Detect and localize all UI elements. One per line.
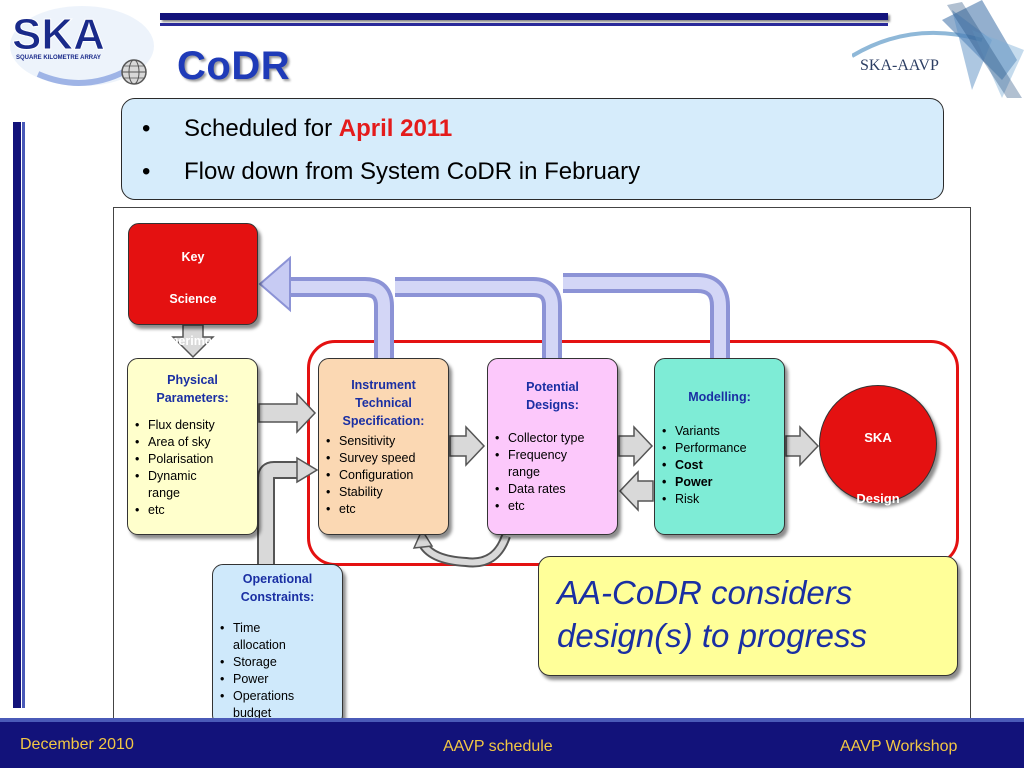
node-title-line: Parameters:	[156, 391, 229, 405]
feedback-arrowhead	[258, 255, 291, 313]
arrow-modelling-to-ska	[785, 425, 820, 467]
ska-logo: SKA SQUARE KILOMETRE ARRAY	[10, 6, 154, 86]
list-item: etc	[128, 502, 257, 519]
instrument-list: Sensitivity Survey speed Configuration S…	[319, 433, 448, 518]
node-title-line: Design	[856, 491, 900, 506]
list-item: Configuration	[319, 467, 448, 484]
bullet-item: • Scheduled for April 2011	[142, 115, 452, 143]
list-item: Sensitivity	[319, 433, 448, 450]
aavp-logo-text: SKA-AAVP	[860, 57, 939, 74]
ska-aavp-logo	[852, 0, 1024, 98]
node-title-line: Instrument	[351, 378, 416, 392]
callout-text: AA-CoDR considers design(s) to progress	[557, 574, 867, 654]
bullet-item: • Flow down from System CoDR in February	[142, 158, 640, 186]
physical-list: Flux density Area of sky Polarisation Dy…	[128, 417, 257, 519]
footer: December 2010 AAVP schedule AAVP Worksho…	[0, 722, 1024, 768]
bullet-highlight: April 2011	[338, 115, 453, 142]
instrument-technical-specification-box: Instrument Technical Specification: Sens…	[318, 358, 449, 535]
physical-parameters-box: Physical Parameters: Flux density Area o…	[127, 358, 258, 535]
node-title-line: Operational	[242, 572, 313, 586]
node-title-line: Physical	[167, 373, 218, 387]
node-title-line: Specification:	[342, 414, 425, 428]
arrow-instrument-to-potential	[449, 425, 486, 467]
svg-text:SKA: SKA	[12, 10, 105, 59]
footer-date: December 2010	[20, 736, 134, 753]
footer-presentation-title: AAVP schedule	[443, 738, 553, 755]
list-item: Stability	[319, 484, 448, 501]
operational-constraints-box: Operational Constraints: Time allocation…	[212, 564, 343, 726]
list-item: Flux density	[128, 417, 257, 434]
list-item: Data rates	[488, 481, 617, 498]
bullet-text: Flow down from System CoDR in February	[184, 158, 641, 185]
list-item: etc	[319, 501, 448, 518]
down-arrow-key-to-physical	[171, 324, 215, 359]
footer-accent	[0, 718, 1024, 722]
potential-designs-box: Potential Designs: Collector type Freque…	[487, 358, 618, 535]
key-science-experiments-box: Key Science Experiments	[128, 223, 258, 348]
list-item: Performance	[655, 440, 784, 457]
node-title-line: SKA	[864, 430, 892, 445]
list-item: Cost	[655, 457, 784, 474]
list-item: Collector type	[488, 430, 617, 447]
arrow-potential-to-modelling	[618, 425, 654, 467]
footer-event-name: AAVP Workshop	[840, 738, 958, 755]
left-accent-bar	[13, 122, 21, 708]
title-rule-thin	[160, 23, 888, 26]
list-item: Variants	[655, 423, 784, 440]
list-item: Risk	[655, 491, 784, 508]
node-title-line: Experiments	[155, 334, 231, 348]
svg-text:SQUARE KILOMETRE ARRAY: SQUARE KILOMETRE ARRAY	[16, 55, 101, 61]
bullet-dot: •	[142, 158, 151, 185]
potential-list: Collector type Frequency range Data rate…	[488, 430, 617, 515]
arrowhead-operational	[296, 456, 319, 484]
feedback-loop-arrows	[285, 273, 730, 358]
left-accent-bar-thin	[22, 122, 25, 708]
list-item: Frequency range	[488, 447, 586, 481]
modelling-list: Variants Performance Cost Power Risk	[655, 423, 784, 508]
node-title-line: Constraints:	[240, 590, 315, 604]
node-title-line: Technical	[355, 396, 412, 410]
node-title-line: Key	[181, 250, 205, 264]
arrow-modelling-to-potential	[618, 470, 654, 512]
list-item: Operations budget	[213, 688, 313, 722]
bullet-dot: •	[142, 115, 151, 142]
node-title-line: Science	[169, 292, 217, 306]
list-item: Dynamic range	[128, 468, 226, 502]
operational-list: Time allocation Storage Power Operations…	[213, 620, 342, 722]
title-rule	[160, 13, 888, 20]
node-title-line: Designs:	[526, 398, 579, 412]
callout-box: AA-CoDR considers design(s) to progress	[538, 556, 958, 676]
ska-design-circle: SKA Design	[819, 385, 937, 506]
list-item: Power	[655, 474, 784, 491]
bullet-text: Scheduled for	[184, 115, 339, 142]
list-item: etc	[488, 498, 617, 515]
page-title: CoDR	[177, 44, 291, 88]
list-item: Time allocation	[213, 620, 305, 654]
node-title-line: Potential	[526, 380, 579, 394]
arrow-physical-to-instrument	[258, 392, 317, 434]
list-item: Power	[213, 671, 342, 688]
node-title-line: Modelling:	[688, 390, 751, 404]
list-item: Area of sky	[128, 434, 257, 451]
list-item: Storage	[213, 654, 342, 671]
summary-bullets: • Scheduled for April 2011 • Flow down fro…	[121, 98, 944, 200]
list-item: Polarisation	[128, 451, 257, 468]
modelling-box: Modelling: Variants Performance Cost Pow…	[654, 358, 785, 535]
list-item: Survey speed	[319, 450, 448, 467]
